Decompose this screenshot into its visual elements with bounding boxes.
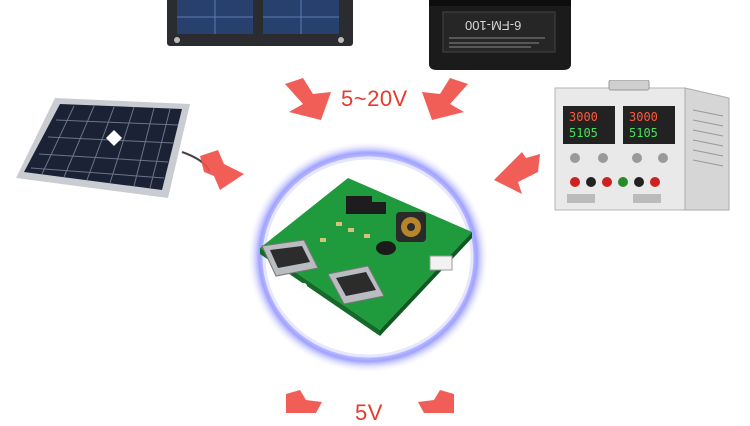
solar-panel (10, 90, 210, 210)
solar-panel-icon (16, 98, 210, 198)
arrow-icon (422, 78, 468, 120)
folding-solar-panel (165, 0, 355, 48)
pcb-module-icon (247, 141, 489, 373)
arrow-icon (285, 78, 331, 120)
battery: 6-FM-100 (425, 0, 575, 72)
arrow-left (200, 150, 244, 190)
arrow-top-left (285, 78, 331, 120)
arrow-icon (418, 390, 454, 413)
input-voltage-label: 5~20V (341, 86, 408, 111)
power-supply-icon (554, 80, 730, 211)
power-supply: 3000 5105 3000 5105 (553, 80, 743, 213)
display-right-top: 3000 (629, 110, 658, 124)
arrow-right (494, 152, 540, 194)
output-voltage-label: 5V (355, 400, 383, 425)
arrow-icon (286, 390, 322, 413)
arrow-icon (200, 150, 244, 190)
display-left-top: 3000 (569, 110, 598, 124)
arrow-bottom-left (286, 390, 322, 413)
display-left-bottom: 5105 (569, 126, 598, 140)
arrow-bottom-right (418, 390, 454, 413)
battery-model-text: 6-FM-100 (465, 18, 522, 33)
display-right-bottom: 5105 (629, 126, 658, 140)
module-halo (246, 140, 491, 375)
arrow-top-right (422, 78, 468, 120)
arrow-icon (494, 152, 540, 194)
battery-icon (429, 0, 571, 70)
folding-solar-panel-icon (167, 0, 353, 46)
